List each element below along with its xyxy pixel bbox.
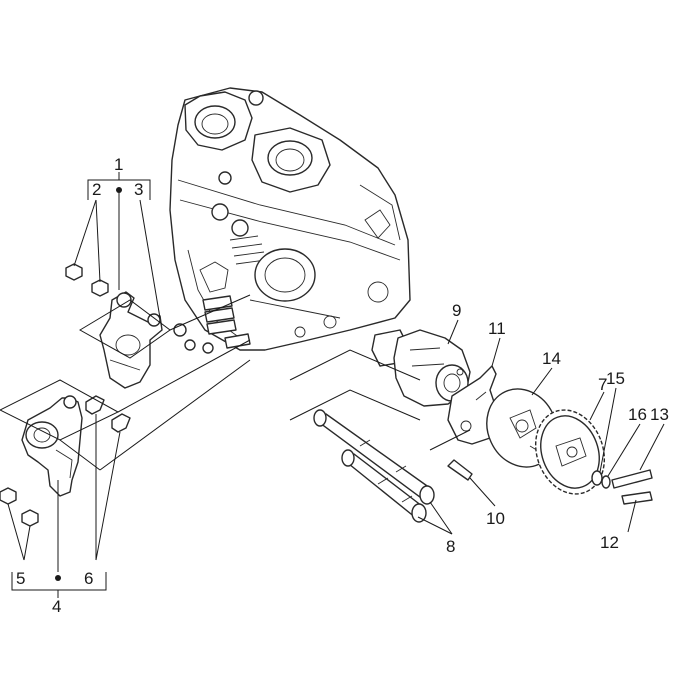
label-1: 1	[114, 155, 123, 174]
camshaft	[371, 329, 471, 407]
label-9: 9	[452, 301, 461, 320]
label-14: 14	[542, 349, 561, 368]
bracket-dot-4	[55, 575, 61, 581]
cam-sprocket	[534, 409, 606, 495]
label-16: 16	[628, 405, 647, 424]
label-6: 6	[84, 569, 93, 588]
label-10: 10	[486, 509, 505, 528]
rocker-arm-upper	[99, 291, 163, 389]
cylinder-head	[169, 87, 411, 351]
label-12: 12	[600, 533, 619, 552]
part-labels: 1 2 3 4 5 6 7 8 9 10 11 12 13 14 15 16	[16, 155, 669, 616]
label-8: 8	[446, 537, 455, 556]
label-11: 11	[488, 319, 506, 338]
label-15: 15	[606, 369, 625, 388]
leader-lines	[0, 172, 665, 598]
label-3: 3	[134, 180, 143, 199]
bracket-dot-1	[116, 187, 122, 193]
bolts	[447, 459, 653, 505]
washers	[591, 470, 611, 489]
label-4: 4	[52, 597, 61, 616]
rocker-arm-lower	[21, 395, 83, 497]
label-13: 13	[650, 405, 669, 424]
label-7: 7	[598, 375, 607, 394]
label-5: 5	[16, 569, 25, 588]
label-2: 2	[92, 180, 101, 199]
rocker-shafts	[313, 409, 435, 523]
